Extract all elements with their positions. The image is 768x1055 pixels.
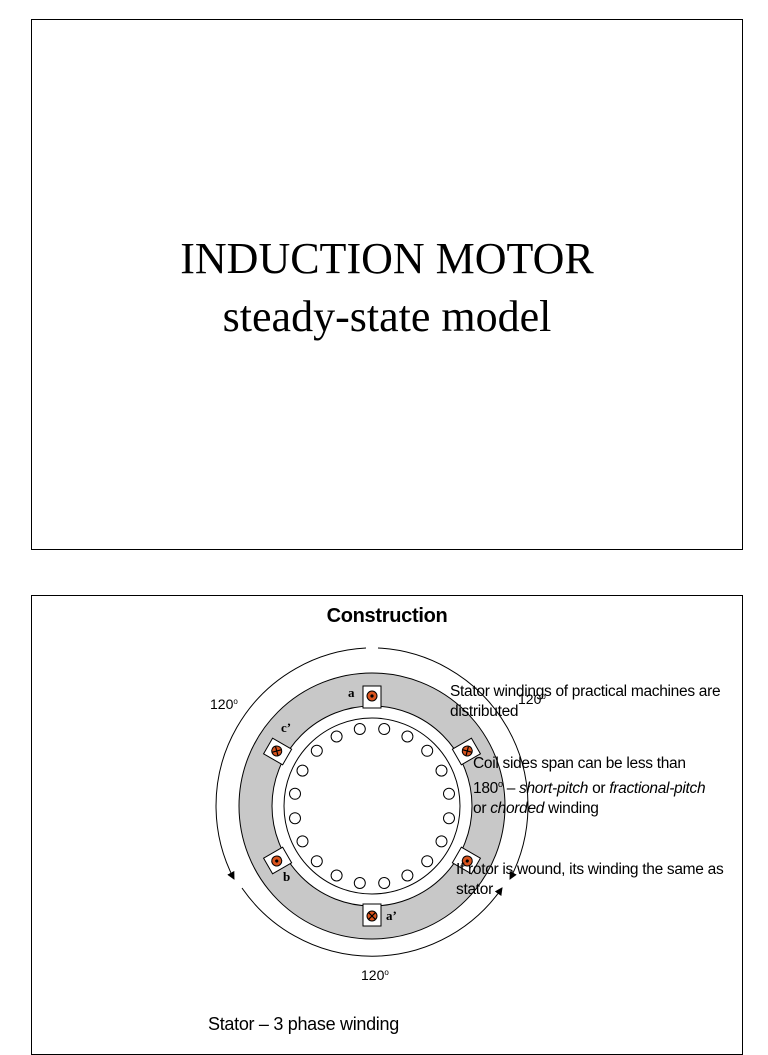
slide-2-title: Construction	[326, 605, 448, 627]
current-cross-mark	[462, 746, 472, 756]
label-b: b	[283, 869, 290, 884]
rotor-bar	[435, 764, 448, 777]
arrow-right	[377, 647, 529, 880]
rotor-bar	[353, 877, 366, 889]
label-a: a	[348, 685, 355, 700]
rotor-bar	[401, 869, 414, 882]
slide-title: INDUCTION MOTOR	[180, 234, 594, 283]
note-coil-span: Coil sides span can be less than 180o – …	[473, 755, 706, 818]
rotor-bar	[378, 723, 391, 735]
rotor-bar	[296, 835, 309, 848]
stator-slot	[262, 846, 293, 875]
rotor-bar	[296, 764, 309, 777]
stator-diagram: a c’ b a’ 120o 120o 120o	[210, 647, 546, 983]
stator-slot	[451, 846, 482, 875]
current-dot-mark	[275, 859, 279, 863]
outer-arrows	[215, 647, 529, 957]
rotor-bar	[443, 812, 455, 825]
label-c-prime: c’	[281, 720, 291, 735]
rotor-bar	[310, 855, 323, 868]
figure-caption: Stator – 3 phase winding	[208, 1014, 399, 1034]
rotor-bar	[435, 835, 448, 848]
rotor-bar	[330, 869, 343, 882]
slide-1: INDUCTION MOTOR steady-state model	[31, 19, 743, 550]
rotor-bars	[289, 723, 455, 889]
rotor-bar	[353, 723, 366, 735]
arrow-left	[215, 647, 367, 880]
current-cross-mark	[368, 912, 376, 920]
stator-slot	[262, 737, 293, 766]
stator-slot	[451, 737, 482, 766]
current-dot-mark	[465, 859, 469, 863]
rotor-bar	[421, 744, 434, 757]
rotor-bar	[310, 744, 323, 757]
rotor-bar	[421, 855, 434, 868]
stator-slot	[362, 685, 382, 709]
slide-subtitle: steady-state model	[222, 292, 552, 341]
current-cross-mark	[272, 746, 282, 756]
rotor-bar	[289, 787, 301, 800]
arrow-bottom	[241, 887, 503, 957]
label-a-prime: a’	[386, 908, 397, 923]
stator-slot	[362, 903, 382, 927]
slide-2: Construction a c’ b a’ 120o 120o 120o St…	[31, 595, 743, 1055]
current-dot-mark	[370, 694, 374, 698]
rotor-bar	[330, 730, 343, 743]
angle-left: 120o	[210, 696, 238, 712]
stator-slots	[262, 685, 482, 927]
note-distributed-windings: Stator windings of practical machines ar…	[450, 683, 721, 720]
note-wound-rotor: If rotor is wound, its winding the same …	[456, 861, 724, 898]
angle-right: 120o	[518, 691, 546, 707]
rotor-bar	[378, 877, 391, 889]
rotor-bar	[401, 730, 414, 743]
rotor	[283, 717, 461, 895]
rotor-bar	[289, 812, 301, 825]
angle-bottom: 120o	[361, 967, 389, 983]
rotor-bar	[443, 787, 455, 800]
